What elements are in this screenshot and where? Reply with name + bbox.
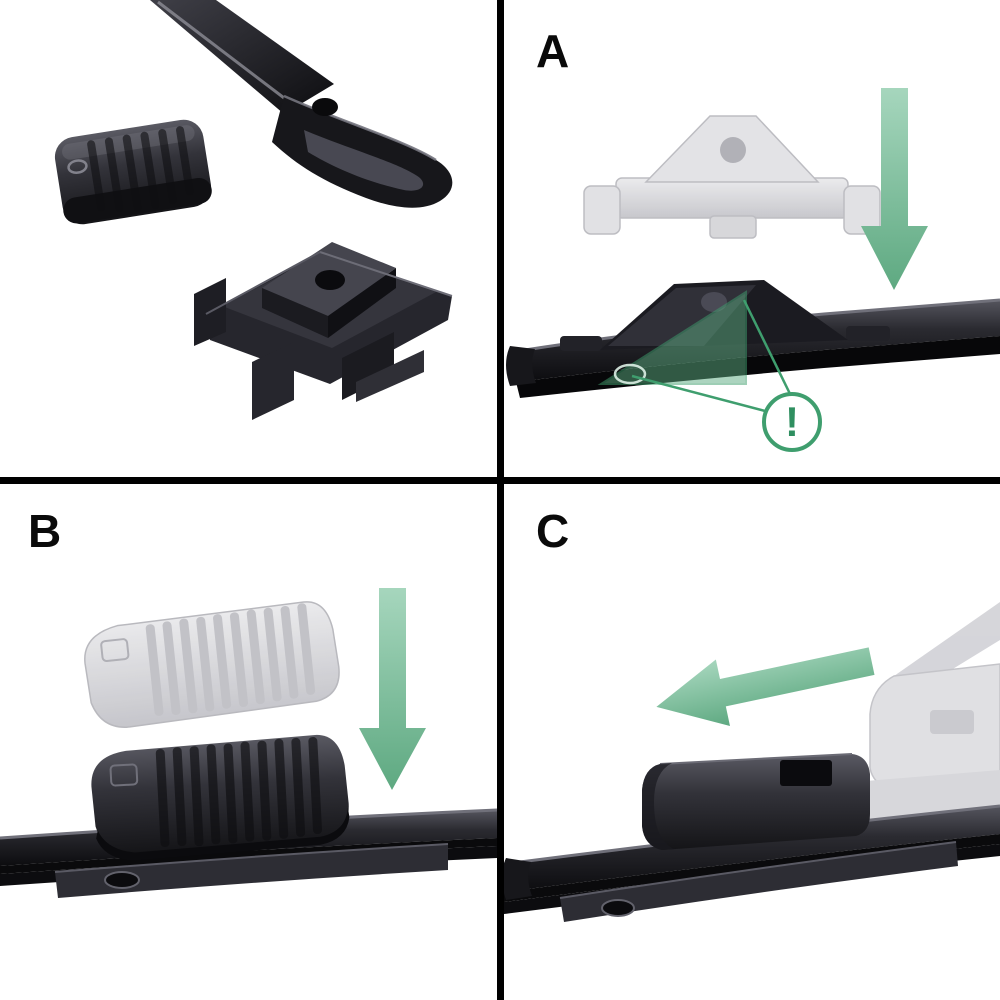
wiper-arm-illustration [150,0,453,208]
panel-label-c: C [536,505,570,557]
step-c-art [504,602,1000,922]
end-cap-on-blade [91,734,350,861]
panel-label-b: B [28,505,62,557]
wiper-blade-illustration [504,804,1000,922]
ghost-end-cap [84,601,340,728]
parts-overview-art [54,0,453,420]
adapter-illustration [194,242,453,420]
left-arrow-icon [656,647,875,726]
warning-label: ! [785,398,799,445]
down-arrow-icon [861,88,928,290]
warning-icon: ! [762,392,822,452]
attachment-highlight [597,290,795,418]
end-cap-illustration [54,119,212,225]
panel-label-a: A [536,25,570,77]
step-b-art [0,588,497,898]
blade-adapter-block [642,753,870,850]
down-arrow-icon [359,588,426,790]
panel-parts-overview [0,0,497,477]
ghost-adapter [583,115,881,239]
panel-step-a: ! A [504,0,1000,477]
panel-step-c: C [504,484,1000,1000]
panel-step-b: B [0,484,497,1000]
step-a-art [506,88,1000,418]
ghost-arm-assembly [854,602,1000,824]
